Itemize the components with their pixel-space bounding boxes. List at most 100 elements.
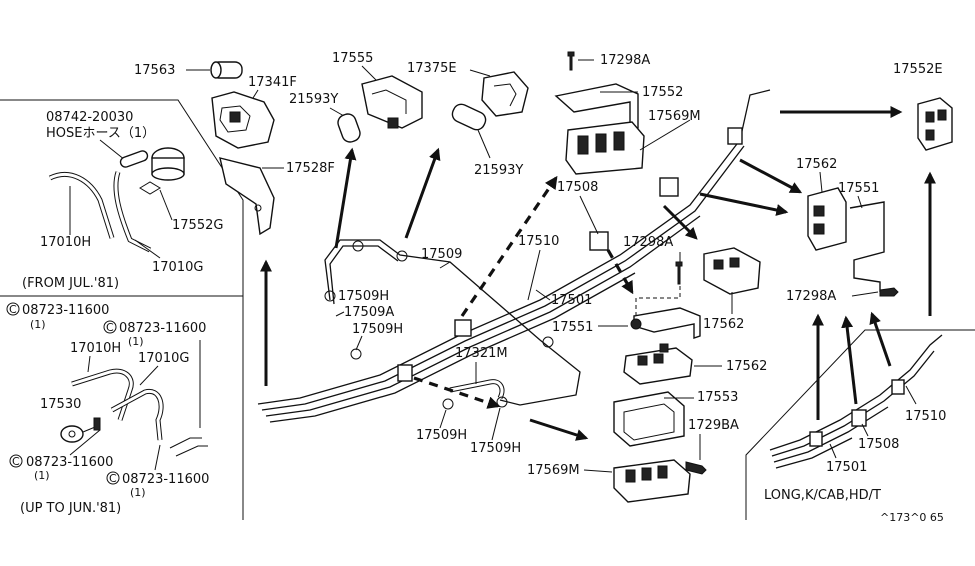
clip-17562-right	[807, 187, 847, 251]
bolt-b-part: 08723-11600	[119, 321, 206, 336]
bolt-b-qty: (1)	[128, 335, 144, 348]
label-17510-mid: 17510	[518, 234, 559, 249]
label-17509h-b: 17509H	[352, 322, 403, 337]
label-17010h-top: 17010H	[40, 235, 91, 250]
clip-17552e	[917, 97, 953, 151]
diagram-code: ^173^0 65	[880, 511, 944, 524]
label-17509h-c: 17509H	[416, 428, 467, 443]
label-17298a-top: 17298A	[600, 53, 650, 68]
bolt-a-qty: (1)	[30, 318, 46, 331]
clip-17569m-low	[613, 459, 691, 503]
label-17509a: 17509A	[344, 305, 394, 320]
label-17321m: 17321M	[455, 346, 508, 361]
label-17501-right: 17501	[826, 460, 867, 475]
arrow-7	[699, 192, 789, 216]
arrows	[260, 106, 936, 441]
clamp-17341f	[211, 91, 275, 149]
top-parts: 17563 17341F 17555 21593Y 17375E 21593Y …	[134, 51, 529, 236]
label-21593y-a: 21593Y	[289, 92, 338, 107]
svg-text:C: C	[9, 303, 17, 316]
label-17552e: 17552E	[893, 62, 943, 77]
clip-bundle-1	[397, 364, 413, 382]
arrow-6	[739, 158, 803, 194]
grommet-21593y-b	[451, 103, 487, 131]
hose-label: HOSEホース（1）	[46, 126, 155, 141]
clip-shape	[139, 181, 161, 195]
label-17552: 17552	[642, 85, 683, 100]
bolt-c-part: 08723-11600	[26, 455, 113, 470]
screw-17298a-right	[879, 287, 899, 297]
arrow-2	[334, 147, 357, 249]
label-17010g-top: 17010G	[152, 260, 203, 275]
note-from-jul81: (FROM JUL.'81)	[22, 276, 119, 291]
clip-17562-low	[623, 347, 693, 385]
main-piping	[257, 89, 771, 423]
arrow-9	[606, 249, 634, 295]
banjo-fitting	[60, 425, 84, 443]
svg-text:C: C	[109, 472, 117, 485]
label-17509h-d: 17509H	[470, 441, 521, 456]
arrow-4	[460, 175, 558, 317]
clamp-17555	[361, 75, 423, 129]
label-17562-mid: 17562	[703, 317, 744, 332]
note-up-to-jun81: (UP TO JUN.'81)	[20, 501, 121, 516]
label-17555: 17555	[332, 51, 373, 66]
clip-bundle-2	[454, 319, 472, 337]
label-17509h-a: 17509H	[338, 289, 389, 304]
hose-segment	[119, 150, 149, 168]
arrow-15	[869, 311, 892, 367]
bolt-a-part: 08723-11600	[22, 303, 109, 318]
hose-part-number: 08742-20030	[46, 110, 133, 125]
screw-1729ba	[685, 461, 707, 475]
main-labels: 17509 17510 17508 17501 17509H 17509A 17…	[335, 180, 599, 456]
label-17375e: 17375E	[407, 61, 457, 76]
label-17563: 17563	[134, 63, 175, 78]
clamp-17375e	[481, 71, 529, 117]
arrow-3	[404, 147, 441, 239]
variant-label: LONG,K/CAB,HD/T	[764, 488, 881, 503]
label-17551-mid: 17551	[552, 320, 593, 335]
label-17298a-mid: 17298A	[623, 235, 673, 250]
bolt-c-qty: (1)	[34, 469, 50, 482]
bolt-d-qty: (1)	[130, 486, 146, 499]
arrow-8	[662, 204, 698, 240]
clip-bundle-5	[727, 127, 743, 145]
clip-inset-3	[891, 379, 905, 395]
label-17298a-right: 17298A	[786, 289, 836, 304]
label-17341f: 17341F	[248, 75, 297, 90]
label-17508-right: 17508	[858, 437, 899, 452]
top-right-parts: 17298A 17552 17569M 17552E 17562 17551 1…	[554, 51, 953, 304]
screw-17298a-top	[567, 51, 575, 71]
arrow-14	[841, 315, 858, 405]
label-17508-mid: 17508	[557, 180, 598, 195]
label-17552g: 17552G	[172, 218, 223, 233]
svg-text:C: C	[12, 455, 20, 468]
label-17010g-bottom: 17010G	[138, 351, 189, 366]
pipe-ends	[169, 437, 208, 457]
label-17501-mid: 17501	[551, 293, 592, 308]
label-17530: 17530	[40, 397, 81, 412]
grommet-21593y-a	[337, 113, 361, 143]
label-17562-low: 17562	[726, 359, 767, 374]
svg-text:C: C	[106, 321, 114, 334]
screw-17298a-mid	[675, 261, 683, 285]
inset-from-jul81: 08742-20030 HOSEホース（1） 17552G 17010H 170…	[22, 110, 223, 291]
label-17509: 17509	[421, 247, 462, 262]
label-17510-right: 17510	[905, 409, 946, 424]
label-21593y-b: 21593Y	[474, 163, 523, 178]
inset-long-kcab: 17510 17508 17501 LONG,K/CAB,HD/T	[764, 334, 946, 503]
label-1729ba: 1729BA	[688, 418, 739, 433]
inset-frames	[0, 99, 975, 520]
clip-17562-mid	[703, 247, 761, 295]
bracket-17551-right	[849, 201, 885, 292]
clip-bundle-4	[659, 177, 679, 197]
label-17562-right: 17562	[796, 157, 837, 172]
label-17551-right: 17551	[838, 181, 879, 196]
bolt-d-part: 08723-11600	[122, 472, 209, 487]
label-17010h-bottom: 17010H	[70, 341, 121, 356]
arrow-11	[529, 418, 589, 441]
mid-right-parts: 17298A 17562 17551 17562 17553 1729BA 17…	[527, 235, 767, 503]
clip-inset-2	[851, 409, 867, 427]
inset-up-to-jun81: C 08723-11600 (1) C 08723-11600 (1) 1701…	[6, 302, 209, 516]
